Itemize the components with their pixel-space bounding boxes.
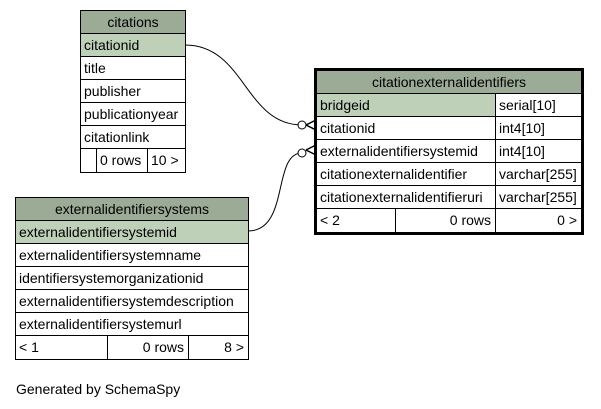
column-name: citationexternalidentifieruri [320, 189, 483, 205]
column-name: externalidentifiersystemid [320, 143, 478, 159]
column-name: publisher [84, 83, 141, 99]
table-title[interactable]: externalidentifiersystems [16, 198, 248, 221]
column-name: publicationyear [84, 106, 179, 122]
table-stats-row: < 1 0 rows 8 > [16, 336, 248, 359]
children-count[interactable]: 8 > [188, 336, 248, 359]
edge-optional-marker [297, 148, 307, 158]
column-name: externalidentifiersystemurl [19, 316, 182, 332]
column-externalidentifiersystemid[interactable]: externalidentifiersystemid int4[10] [317, 140, 581, 163]
edge-citations-to-citationexternalidentifiers [184, 44, 303, 126]
column-title[interactable]: title [81, 57, 185, 80]
children-count[interactable]: 0 > [495, 209, 581, 232]
row-count: 0 rows [395, 209, 495, 232]
column-name: externalidentifiersystemdescription [19, 293, 234, 309]
generated-by-footer: Generated by SchemaSpy [16, 381, 181, 397]
column-type: int4[10] [495, 140, 581, 162]
column-name: bridgeid [317, 94, 495, 116]
column-citationexternalidentifier[interactable]: citationexternalidentifier varchar[255] [317, 163, 581, 186]
row-count: 0 rows [107, 336, 188, 359]
column-name: identifiersystemorganizationid [19, 270, 204, 286]
column-externalidentifiersystemurl[interactable]: externalidentifiersystemurl [16, 313, 248, 336]
column-type: serial[10] [495, 94, 581, 116]
parents-count [81, 149, 96, 172]
table-stats-row: < 2 0 rows 0 > [317, 209, 581, 232]
column-citationlink[interactable]: citationlink [81, 126, 185, 149]
column-name: citationlink [84, 129, 150, 145]
column-name: citationexternalidentifier [320, 166, 468, 182]
column-identifiersystemorganizationid[interactable]: identifiersystemorganizationid [16, 267, 248, 290]
column-citationid[interactable]: citationid [81, 34, 185, 57]
table-title[interactable]: citations [81, 11, 185, 34]
column-name: title [84, 60, 106, 76]
column-type: int4[10] [495, 117, 581, 139]
column-name: externalidentifiersystemid [19, 224, 177, 240]
children-count[interactable]: 10 > [147, 149, 185, 172]
column-citationexternalidentifieruri[interactable]: citationexternalidentifieruri varchar[25… [317, 186, 581, 209]
column-bridgeid[interactable]: bridgeid serial[10] [317, 94, 581, 117]
table-stats-row: 0 rows 10 > [81, 149, 185, 172]
column-externalidentifiersystemdescription[interactable]: externalidentifiersystemdescription [16, 290, 248, 313]
parents-count[interactable]: < 2 [320, 212, 340, 228]
column-name: citationid [320, 120, 376, 136]
table-externalidentifiersystems[interactable]: externalidentifiersystems externalidenti… [15, 197, 249, 360]
table-title[interactable]: citationexternalidentifiers [317, 71, 581, 94]
table-citations[interactable]: citations citationid title publisher pub… [80, 10, 186, 173]
column-externalidentifiersystemname[interactable]: externalidentifiersystemname [16, 244, 248, 267]
table-citationexternalidentifiers[interactable]: citationexternalidentifiers bridgeid ser… [314, 68, 584, 235]
column-name: externalidentifiersystemname [19, 247, 202, 263]
row-count: 0 rows [96, 149, 147, 172]
edge-optional-marker [297, 120, 307, 130]
parents-count[interactable]: < 1 [19, 339, 39, 355]
column-name: citationid [84, 37, 140, 53]
column-citationid[interactable]: citationid int4[10] [317, 117, 581, 140]
column-publicationyear[interactable]: publicationyear [81, 103, 185, 126]
column-type: varchar[255] [495, 186, 581, 208]
column-publisher[interactable]: publisher [81, 80, 185, 103]
column-externalidentifiersystemid[interactable]: externalidentifiersystemid [16, 221, 248, 244]
edge-externalidentifiersystems-to-citationexternalidentifiers [247, 152, 303, 232]
column-type: varchar[255] [495, 163, 581, 185]
